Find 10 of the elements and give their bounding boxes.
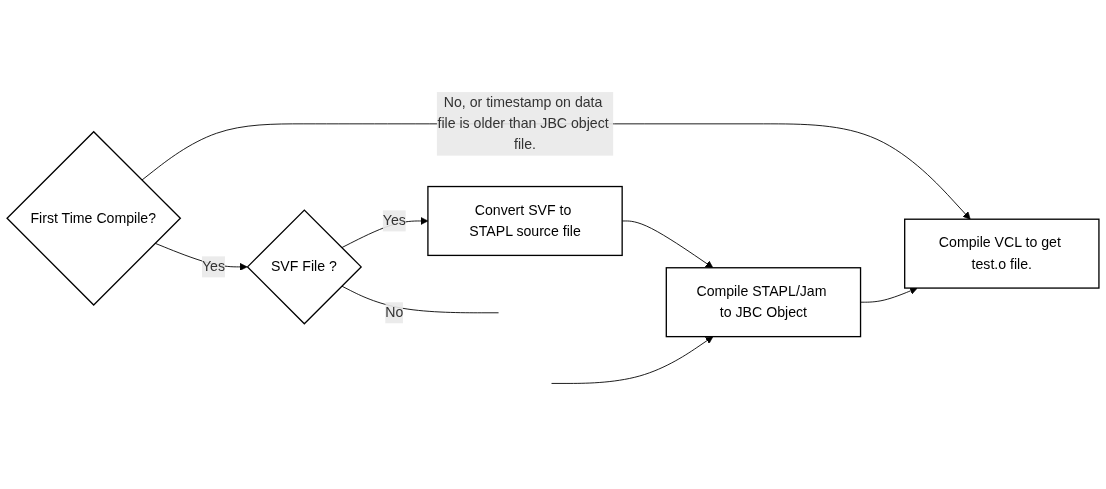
node-diamond: SVF File ? xyxy=(246,209,363,325)
node-box: Compile STAPL/Jam to JBC Object xyxy=(665,267,862,338)
connector xyxy=(341,285,499,314)
edge-label: Yes xyxy=(382,213,406,229)
node-box: Convert SVF to STAPL source file xyxy=(427,186,623,257)
edge-label: No xyxy=(385,304,404,320)
edge-label: No, or timestamp on data file is older than JBC object file. xyxy=(437,94,609,153)
node-box: Compile VCL to get test.o file. xyxy=(904,218,1100,289)
edge-label: Yes xyxy=(201,259,226,275)
node-diamond: First Time Compile? xyxy=(6,130,182,306)
